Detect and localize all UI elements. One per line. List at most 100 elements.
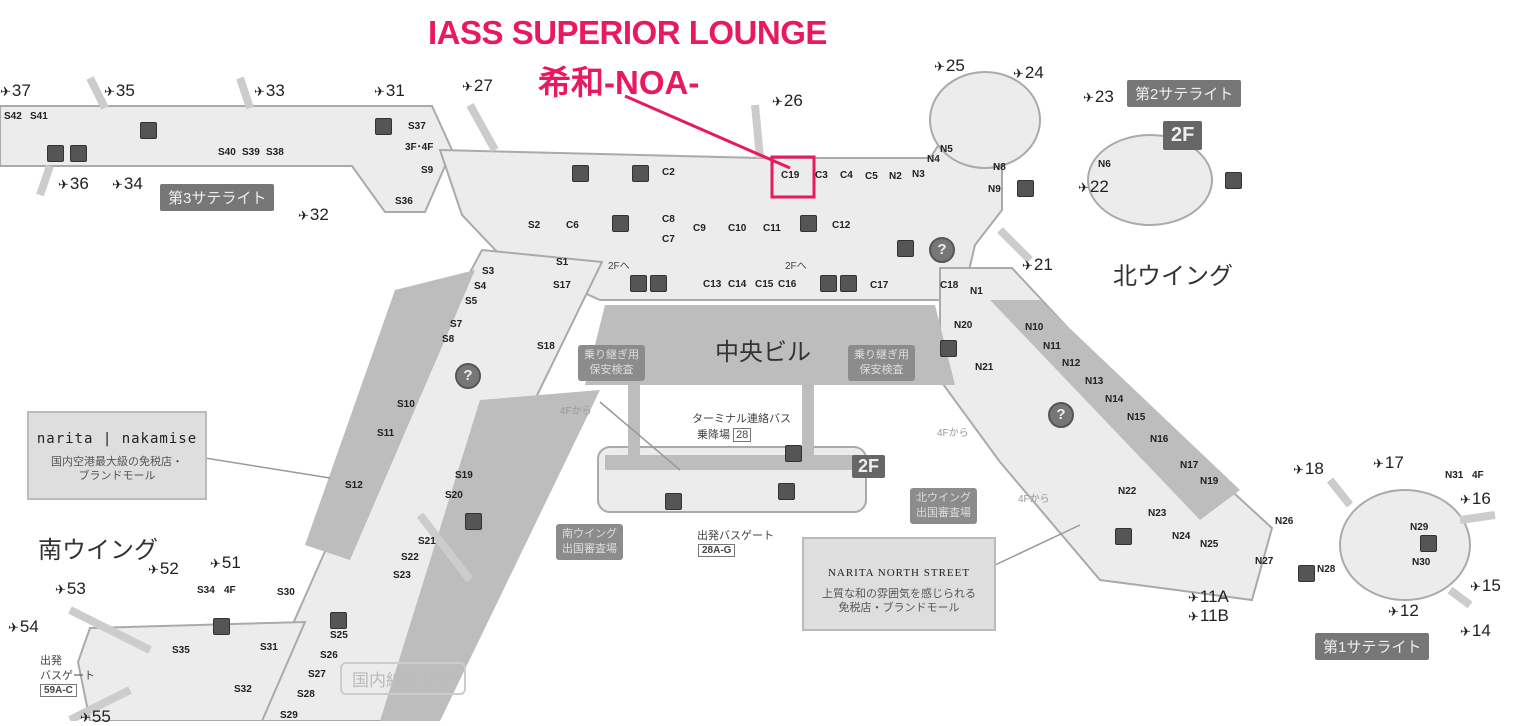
plane-icon: ✈ [462, 79, 473, 94]
spot-label: S23 [393, 570, 411, 581]
escalator-icon [800, 215, 817, 232]
gate-26[interactable]: ✈26 [772, 91, 803, 110]
plane-icon: ✈ [8, 620, 19, 635]
spot-label: S11 [377, 428, 395, 439]
gate-16[interactable]: ✈16 [1460, 489, 1491, 508]
spot-label: N5 [940, 144, 953, 155]
spot-label: N13 [1085, 376, 1104, 387]
gate-25[interactable]: ✈25 [934, 56, 965, 75]
spot-label: S19 [455, 470, 473, 481]
gate-27[interactable]: ✈27 [462, 76, 493, 95]
departure-bus-gate-number: 28A-G [698, 544, 736, 557]
satellite1-label: 第1サテライト [1315, 633, 1430, 660]
plane-icon: ✈ [1188, 590, 1199, 605]
plane-icon: ✈ [1083, 90, 1094, 105]
plane-icon: ✈ [1013, 66, 1024, 81]
gate-22[interactable]: ✈22 [1078, 177, 1109, 196]
spot-label: C18 [940, 280, 959, 291]
from-4f-label: 4Fから [937, 428, 969, 439]
nakamise-callout: narita | nakamise 国内空港最大級の免税店・ ブランドモール [27, 411, 207, 500]
spot-label: S28 [297, 689, 315, 700]
plane-icon: ✈ [772, 94, 783, 109]
nakamise-description: 国内空港最大級の免税店・ ブランドモール [51, 456, 183, 482]
to-2f-label: 2Fへ [785, 261, 807, 272]
gate-17[interactable]: ✈17 [1373, 453, 1404, 472]
spot-label: N8 [993, 162, 1006, 173]
spot-c19-highlighted[interactable]: C19 [781, 170, 800, 181]
spot-label: 4F [1472, 470, 1484, 481]
spot-label: N20 [954, 320, 973, 331]
spot-label: N26 [1275, 516, 1294, 527]
gate-31[interactable]: ✈31 [374, 81, 405, 100]
south-bus-gate-number: 59A-C [40, 684, 77, 697]
gate-33[interactable]: ✈33 [254, 81, 285, 100]
plane-icon: ✈ [298, 208, 309, 223]
spot-label: S3 [482, 266, 495, 277]
gate-18[interactable]: ✈18 [1293, 459, 1324, 478]
gate-37[interactable]: ✈37 [0, 81, 31, 100]
elevator-icon [375, 118, 392, 135]
gate-24[interactable]: ✈24 [1013, 63, 1044, 82]
gate-32[interactable]: ✈32 [298, 205, 329, 224]
gate-52[interactable]: ✈52 [148, 559, 179, 578]
transfer-security-north: 乗り継ぎ用 保安検査 [848, 345, 915, 381]
accessible-restroom-icon [940, 340, 957, 357]
plane-icon: ✈ [1388, 604, 1399, 619]
plane-icon: ✈ [1470, 579, 1481, 594]
plane-icon: ✈ [254, 84, 265, 99]
plane-icon: ✈ [210, 556, 221, 571]
central-building-label: 中央ビル [715, 339, 811, 366]
spot-label: C15 [755, 279, 774, 290]
spot-label: S27 [308, 669, 326, 680]
spot-label: N15 [1127, 412, 1146, 423]
terminal-bus-label: ターミナル連絡バス [692, 413, 791, 425]
spot-label: C14 [728, 279, 747, 290]
spot-label: N2 [889, 171, 902, 182]
south-bus-gate-label: バスゲート [40, 670, 95, 682]
restroom-icon [1225, 172, 1242, 189]
gate-11a[interactable]: ✈11A [1188, 587, 1229, 606]
lounge-icon [632, 165, 649, 182]
spot-label: N23 [1148, 508, 1167, 519]
gate-35[interactable]: ✈35 [104, 81, 135, 100]
spot-label: S1 [556, 257, 569, 268]
gate-15[interactable]: ✈15 [1470, 576, 1501, 595]
north-immigration-label: 北ウイング 出国審査場 [910, 488, 977, 524]
gate-51[interactable]: ✈51 [210, 553, 241, 572]
central-concourse [438, 110, 1003, 301]
from-4f-label: 4Fから [1018, 494, 1050, 505]
gate-12[interactable]: ✈12 [1388, 601, 1419, 620]
spot-label: S25 [330, 630, 348, 641]
spot-label: S30 [277, 587, 295, 598]
aed-icon [897, 240, 914, 257]
plane-icon: ✈ [1188, 609, 1199, 624]
gate-54[interactable]: ✈54 [8, 617, 39, 636]
spot-label: S29 [280, 710, 298, 721]
spot-label: S37 [408, 121, 426, 132]
gate-55[interactable]: ✈55 [80, 707, 111, 726]
spot-label: S32 [234, 684, 252, 695]
gate-21[interactable]: ✈21 [1022, 255, 1053, 274]
spot-label: S4 [474, 281, 487, 292]
bus-stop-number: 28 [733, 428, 752, 442]
lounge-title: IASS SUPERIOR LOUNGE [428, 14, 827, 51]
plane-icon: ✈ [58, 177, 69, 192]
gate-34[interactable]: ✈34 [112, 174, 143, 193]
south-wing-gates-band [305, 270, 475, 560]
plane-icon: ✈ [1078, 180, 1089, 195]
restroom-icon [465, 513, 482, 530]
information-icon[interactable]: ? [1048, 402, 1074, 428]
spot-label: C4 [840, 170, 853, 181]
gate-14[interactable]: ✈14 [1460, 621, 1491, 640]
gate-11b[interactable]: ✈11B [1188, 606, 1229, 625]
spot-label: S20 [445, 490, 463, 501]
information-icon[interactable]: ? [455, 363, 481, 389]
gate-23[interactable]: ✈23 [1083, 87, 1114, 106]
gate-53[interactable]: ✈53 [55, 579, 86, 598]
satellite2-top [929, 71, 1041, 169]
gate-36[interactable]: ✈36 [58, 174, 89, 193]
information-icon[interactable]: ? [929, 237, 955, 263]
north-street-callout: NARITA NORTH STREET 上質な和の雰囲気を感じられる 免税店・ブ… [802, 537, 996, 631]
domestic-band [380, 390, 600, 721]
